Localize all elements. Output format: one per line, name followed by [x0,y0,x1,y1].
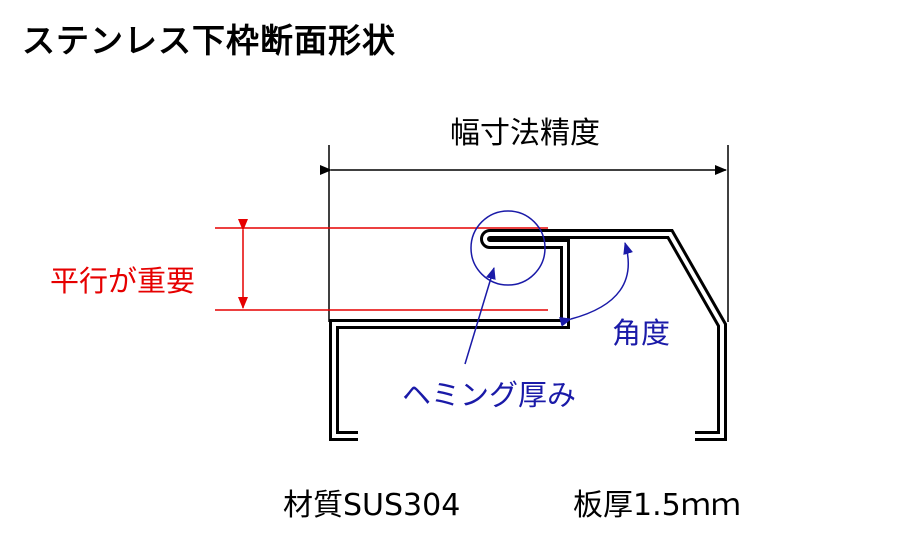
width-accuracy-label: 幅寸法精度 [450,116,600,151]
hemming-circle [470,210,546,286]
width-dimension [320,145,729,322]
angle-annotation [559,242,633,327]
material-label: 材質SUS304 [283,488,461,523]
hemming-annotation [464,210,546,365]
hemming-thickness-label: ヘミング厚み [402,378,577,412]
hemming-pointer [464,267,496,365]
page-title: ステンレス下枠断面形状 [22,21,396,60]
plate-thickness-label: 板厚1.5ｍｍ [573,488,741,523]
angle-label: 角度 [612,316,671,350]
angle-arc [559,242,633,327]
parallel-marker [215,219,548,311]
parallel-important-label: 平行が重要 [50,264,196,298]
